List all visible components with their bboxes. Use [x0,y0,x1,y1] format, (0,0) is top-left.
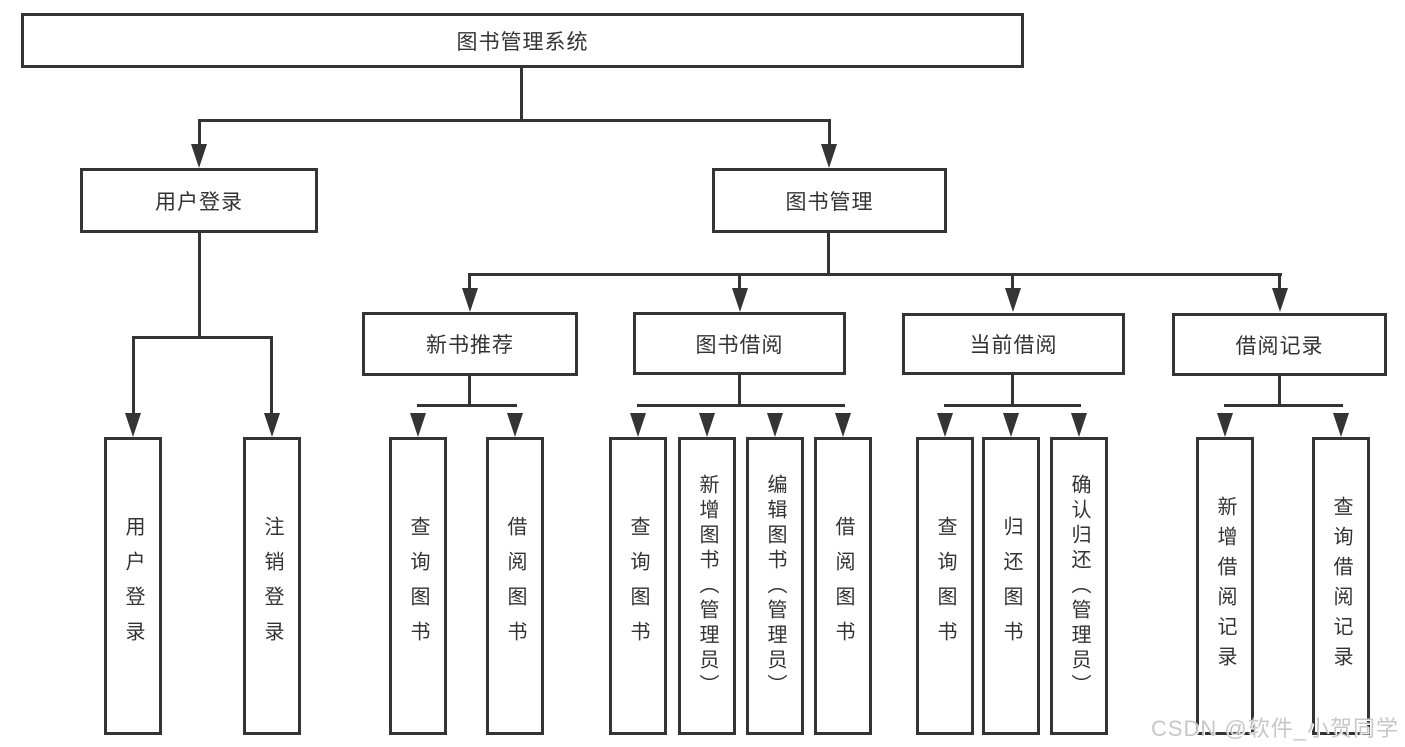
arrow-down-icon [767,413,783,437]
connector-login-drop [198,119,201,149]
arrow-down-icon [410,413,426,437]
arrow-down-icon [125,413,141,437]
leaf-add-borrow-record-label: 新增借阅记录 [1214,496,1236,676]
leaf-logout: 注销登录 [243,437,301,735]
arrow-down-icon [732,288,748,312]
leaf-user-login-label: 用户登录 [122,516,144,656]
arrow-down-icon [1005,288,1021,312]
node-new-book-recommend-label: 新书推荐 [426,334,514,357]
leaf-confirm-return-admin-label: 确认归还（管理员） [1068,473,1090,699]
leaf-add-book-admin-label: 新增图书（管理员） [696,473,718,699]
connector-manage-drop [828,119,831,149]
connector-login-bar [132,336,273,339]
leaf-return-book-label: 归还图书 [1000,516,1022,656]
node-new-book-recommend: 新书推荐 [362,312,578,376]
node-user-login-label: 用户登录 [155,190,243,214]
leaf-query-book-1-label: 查询图书 [407,516,429,656]
node-user-login: 用户登录 [80,168,318,233]
leaf-query-book-3-label: 查询图书 [934,516,956,656]
leaf-edit-book-admin-label: 编辑图书（管理员） [764,473,786,699]
leaf-user-login: 用户登录 [104,437,162,735]
arrow-down-icon [264,413,280,437]
arrow-down-icon [1217,413,1233,437]
leaf-query-book-2: 查询图书 [609,437,667,735]
leaf-confirm-return-admin: 确认归还（管理员） [1050,437,1108,735]
leaf-query-book-3: 查询图书 [916,437,974,735]
connector-g3-stem [1011,375,1014,407]
arrow-down-icon [1333,413,1349,437]
node-borrow-record: 借阅记录 [1172,313,1387,376]
connector-login-child1-drop [132,336,135,416]
node-borrow-record-label: 借阅记录 [1235,334,1324,358]
arrow-down-icon [1071,413,1087,437]
connector-root-stem [520,68,523,121]
leaf-borrow-book-1-label: 借阅图书 [504,516,526,656]
connector-login-child2-drop [270,336,273,416]
arrow-down-icon [1272,288,1288,312]
connector-g3-bar [944,404,1081,407]
leaf-logout-label: 注销登录 [261,516,283,656]
arrow-down-icon [462,288,478,312]
connector-level1-bar [198,119,831,122]
leaf-edit-book-admin: 编辑图书（管理员） [746,437,804,735]
leaf-borrow-book-2: 借阅图书 [814,437,872,735]
connector-group3-drop [1011,273,1014,293]
arrow-down-icon [821,144,837,168]
connector-level2-bar [468,273,1282,276]
connector-login-stem [198,233,201,339]
connector-g2-stem [738,375,741,407]
connector-g2-bar [637,404,845,407]
arrow-down-icon [507,413,523,437]
arrow-down-icon [191,144,207,168]
node-book-borrow-label: 图书借阅 [695,333,784,357]
node-current-borrow: 当前借阅 [902,313,1125,375]
connector-g1-stem [468,376,471,407]
leaf-query-borrow-record: 查询借阅记录 [1312,437,1370,735]
leaf-query-book-1: 查询图书 [389,437,447,735]
node-current-borrow-label: 当前借阅 [969,334,1058,357]
leaf-query-book-2-label: 查询图书 [627,516,649,656]
connector-g4-stem [1278,376,1281,407]
node-book-borrow: 图书借阅 [633,312,846,375]
node-root-system: 图书管理系统 [21,13,1024,68]
node-book-manage-label: 图书管理 [785,190,874,214]
node-book-manage: 图书管理 [712,168,947,233]
arrow-down-icon [937,413,953,437]
arrow-down-icon [1003,413,1019,437]
leaf-add-book-admin: 新增图书（管理员） [678,437,736,735]
connector-g4-bar [1224,404,1343,407]
connector-group4-drop [1278,273,1281,293]
leaf-return-book: 归还图书 [982,437,1040,735]
leaf-add-borrow-record: 新增借阅记录 [1196,437,1254,735]
connector-g1-bar [417,404,517,407]
csdn-watermark: CSDN @软件_小贺同学 [1150,716,1399,741]
node-root-label: 图书管理系统 [456,30,589,54]
connector-manage-stem [827,233,830,276]
arrow-down-icon [699,413,715,437]
connector-group2-drop [738,273,741,293]
arrow-down-icon [835,413,851,437]
leaf-borrow-book-2-label: 借阅图书 [832,516,854,656]
connector-group1-drop [468,273,471,293]
leaf-query-borrow-record-label: 查询借阅记录 [1330,496,1352,676]
arrow-down-icon [630,413,646,437]
leaf-borrow-book-1: 借阅图书 [486,437,544,735]
